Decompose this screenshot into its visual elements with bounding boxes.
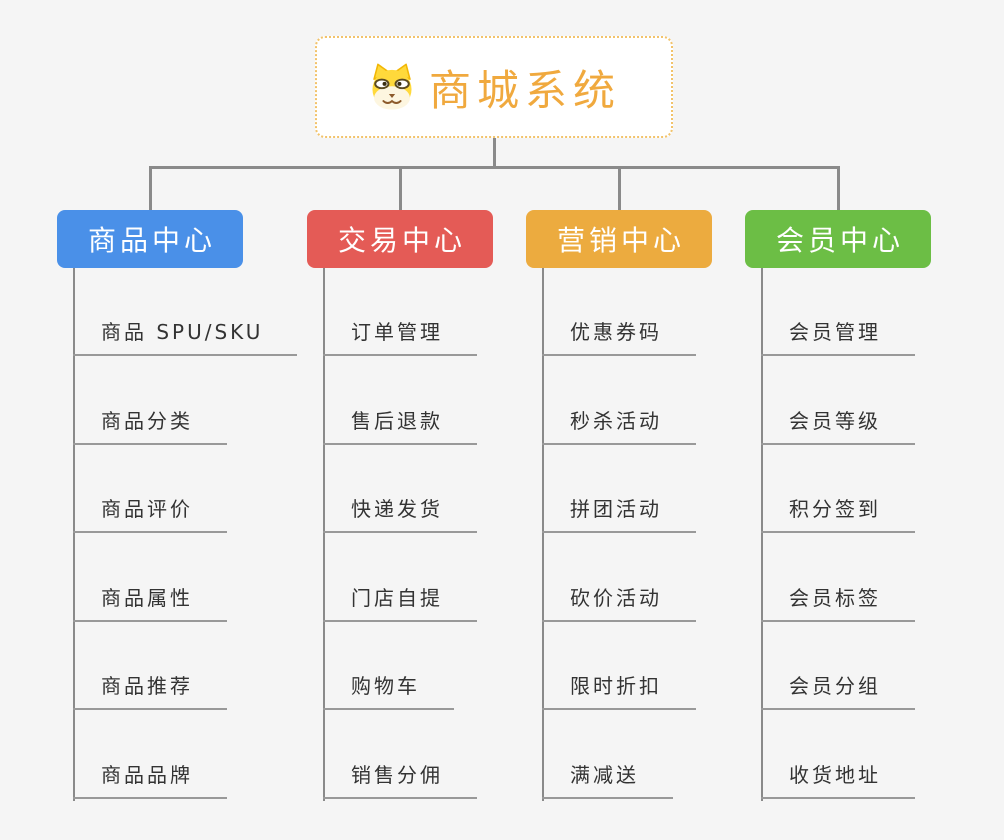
connector-line <box>492 138 496 166</box>
connector-line <box>761 268 763 801</box>
connector-line <box>836 169 840 210</box>
connector-line <box>542 268 544 801</box>
branch-label: 商品中心 <box>87 224 216 257</box>
leaf-node[interactable]: 售后退款 <box>323 408 477 445</box>
connector-line <box>73 268 75 801</box>
leaf-label: 购物车 <box>351 674 420 698</box>
leaf-label: 订单管理 <box>351 320 443 344</box>
branch-node-3[interactable]: 营销中心 <box>526 210 712 268</box>
connector-line <box>148 169 152 210</box>
leaf-label: 优惠券码 <box>570 320 662 344</box>
branch-node-4[interactable]: 会员中心 <box>745 210 931 268</box>
leaf-node[interactable]: 商品评价 <box>73 496 227 533</box>
leaf-label: 商品推荐 <box>101 674 193 698</box>
leaf-node[interactable]: 秒杀活动 <box>542 408 696 445</box>
leaf-label: 满减送 <box>570 763 639 787</box>
leaf-label: 商品品牌 <box>101 763 193 787</box>
leaf-node[interactable]: 会员等级 <box>761 408 915 445</box>
leaf-node[interactable]: 门店自提 <box>323 585 477 622</box>
leaf-node[interactable]: 优惠券码 <box>542 319 696 356</box>
leaf-label: 限时折扣 <box>570 674 662 698</box>
leaf-label: 会员管理 <box>789 320 881 344</box>
leaf-label: 拼团活动 <box>570 497 662 521</box>
leaf-node[interactable]: 商品推荐 <box>73 673 227 710</box>
leaf-node[interactable]: 订单管理 <box>323 319 477 356</box>
leaf-node[interactable]: 限时折扣 <box>542 673 696 710</box>
leaf-label: 商品 SPU/SKU <box>101 320 264 344</box>
leaf-node[interactable]: 积分签到 <box>761 496 915 533</box>
root-title: 商城系统 <box>428 65 621 115</box>
leaf-node[interactable]: 满减送 <box>542 762 673 799</box>
leaf-label: 会员分组 <box>789 674 881 698</box>
leaf-node[interactable]: 购物车 <box>323 673 454 710</box>
connector-line <box>617 169 621 210</box>
leaf-node[interactable]: 商品 SPU/SKU <box>73 319 298 356</box>
branch-node-2[interactable]: 交易中心 <box>307 210 493 268</box>
leaf-node[interactable]: 快递发货 <box>323 496 477 533</box>
leaf-label: 快递发货 <box>351 497 443 521</box>
leaf-label: 积分签到 <box>789 497 881 521</box>
leaf-label: 商品属性 <box>101 586 193 610</box>
leaf-label: 商品评价 <box>101 497 193 521</box>
branch-node-1[interactable]: 商品中心 <box>57 210 243 268</box>
leaf-node[interactable]: 砍价活动 <box>542 585 696 622</box>
leaf-label: 砍价活动 <box>570 586 662 610</box>
root-node[interactable]: 商城系统 <box>315 36 673 138</box>
leaf-node[interactable]: 商品品牌 <box>73 762 227 799</box>
branch-label: 会员中心 <box>775 224 904 257</box>
leaf-node[interactable]: 收货地址 <box>761 762 915 799</box>
connector-line <box>323 268 325 801</box>
leaf-node[interactable]: 商品分类 <box>73 408 227 445</box>
leaf-label: 商品分类 <box>101 409 193 433</box>
connector-line <box>148 166 840 169</box>
leaf-node[interactable]: 销售分佣 <box>323 762 477 799</box>
leaf-node[interactable]: 会员分组 <box>761 673 915 710</box>
leaf-label: 销售分佣 <box>351 763 443 787</box>
branch-label: 营销中心 <box>556 224 685 257</box>
leaf-label: 售后退款 <box>351 409 443 433</box>
dog-face-icon <box>367 62 417 112</box>
leaf-node[interactable]: 商品属性 <box>73 585 227 622</box>
leaf-label: 门店自提 <box>351 586 443 610</box>
branch-label: 交易中心 <box>337 224 466 257</box>
leaf-label: 收货地址 <box>789 763 881 787</box>
leaf-label: 会员标签 <box>789 586 881 610</box>
leaf-node[interactable]: 会员管理 <box>761 319 915 356</box>
leaf-node[interactable]: 会员标签 <box>761 585 915 622</box>
leaf-label: 会员等级 <box>789 409 881 433</box>
leaf-label: 秒杀活动 <box>570 409 662 433</box>
leaf-node[interactable]: 拼团活动 <box>542 496 696 533</box>
connector-line <box>398 169 402 210</box>
